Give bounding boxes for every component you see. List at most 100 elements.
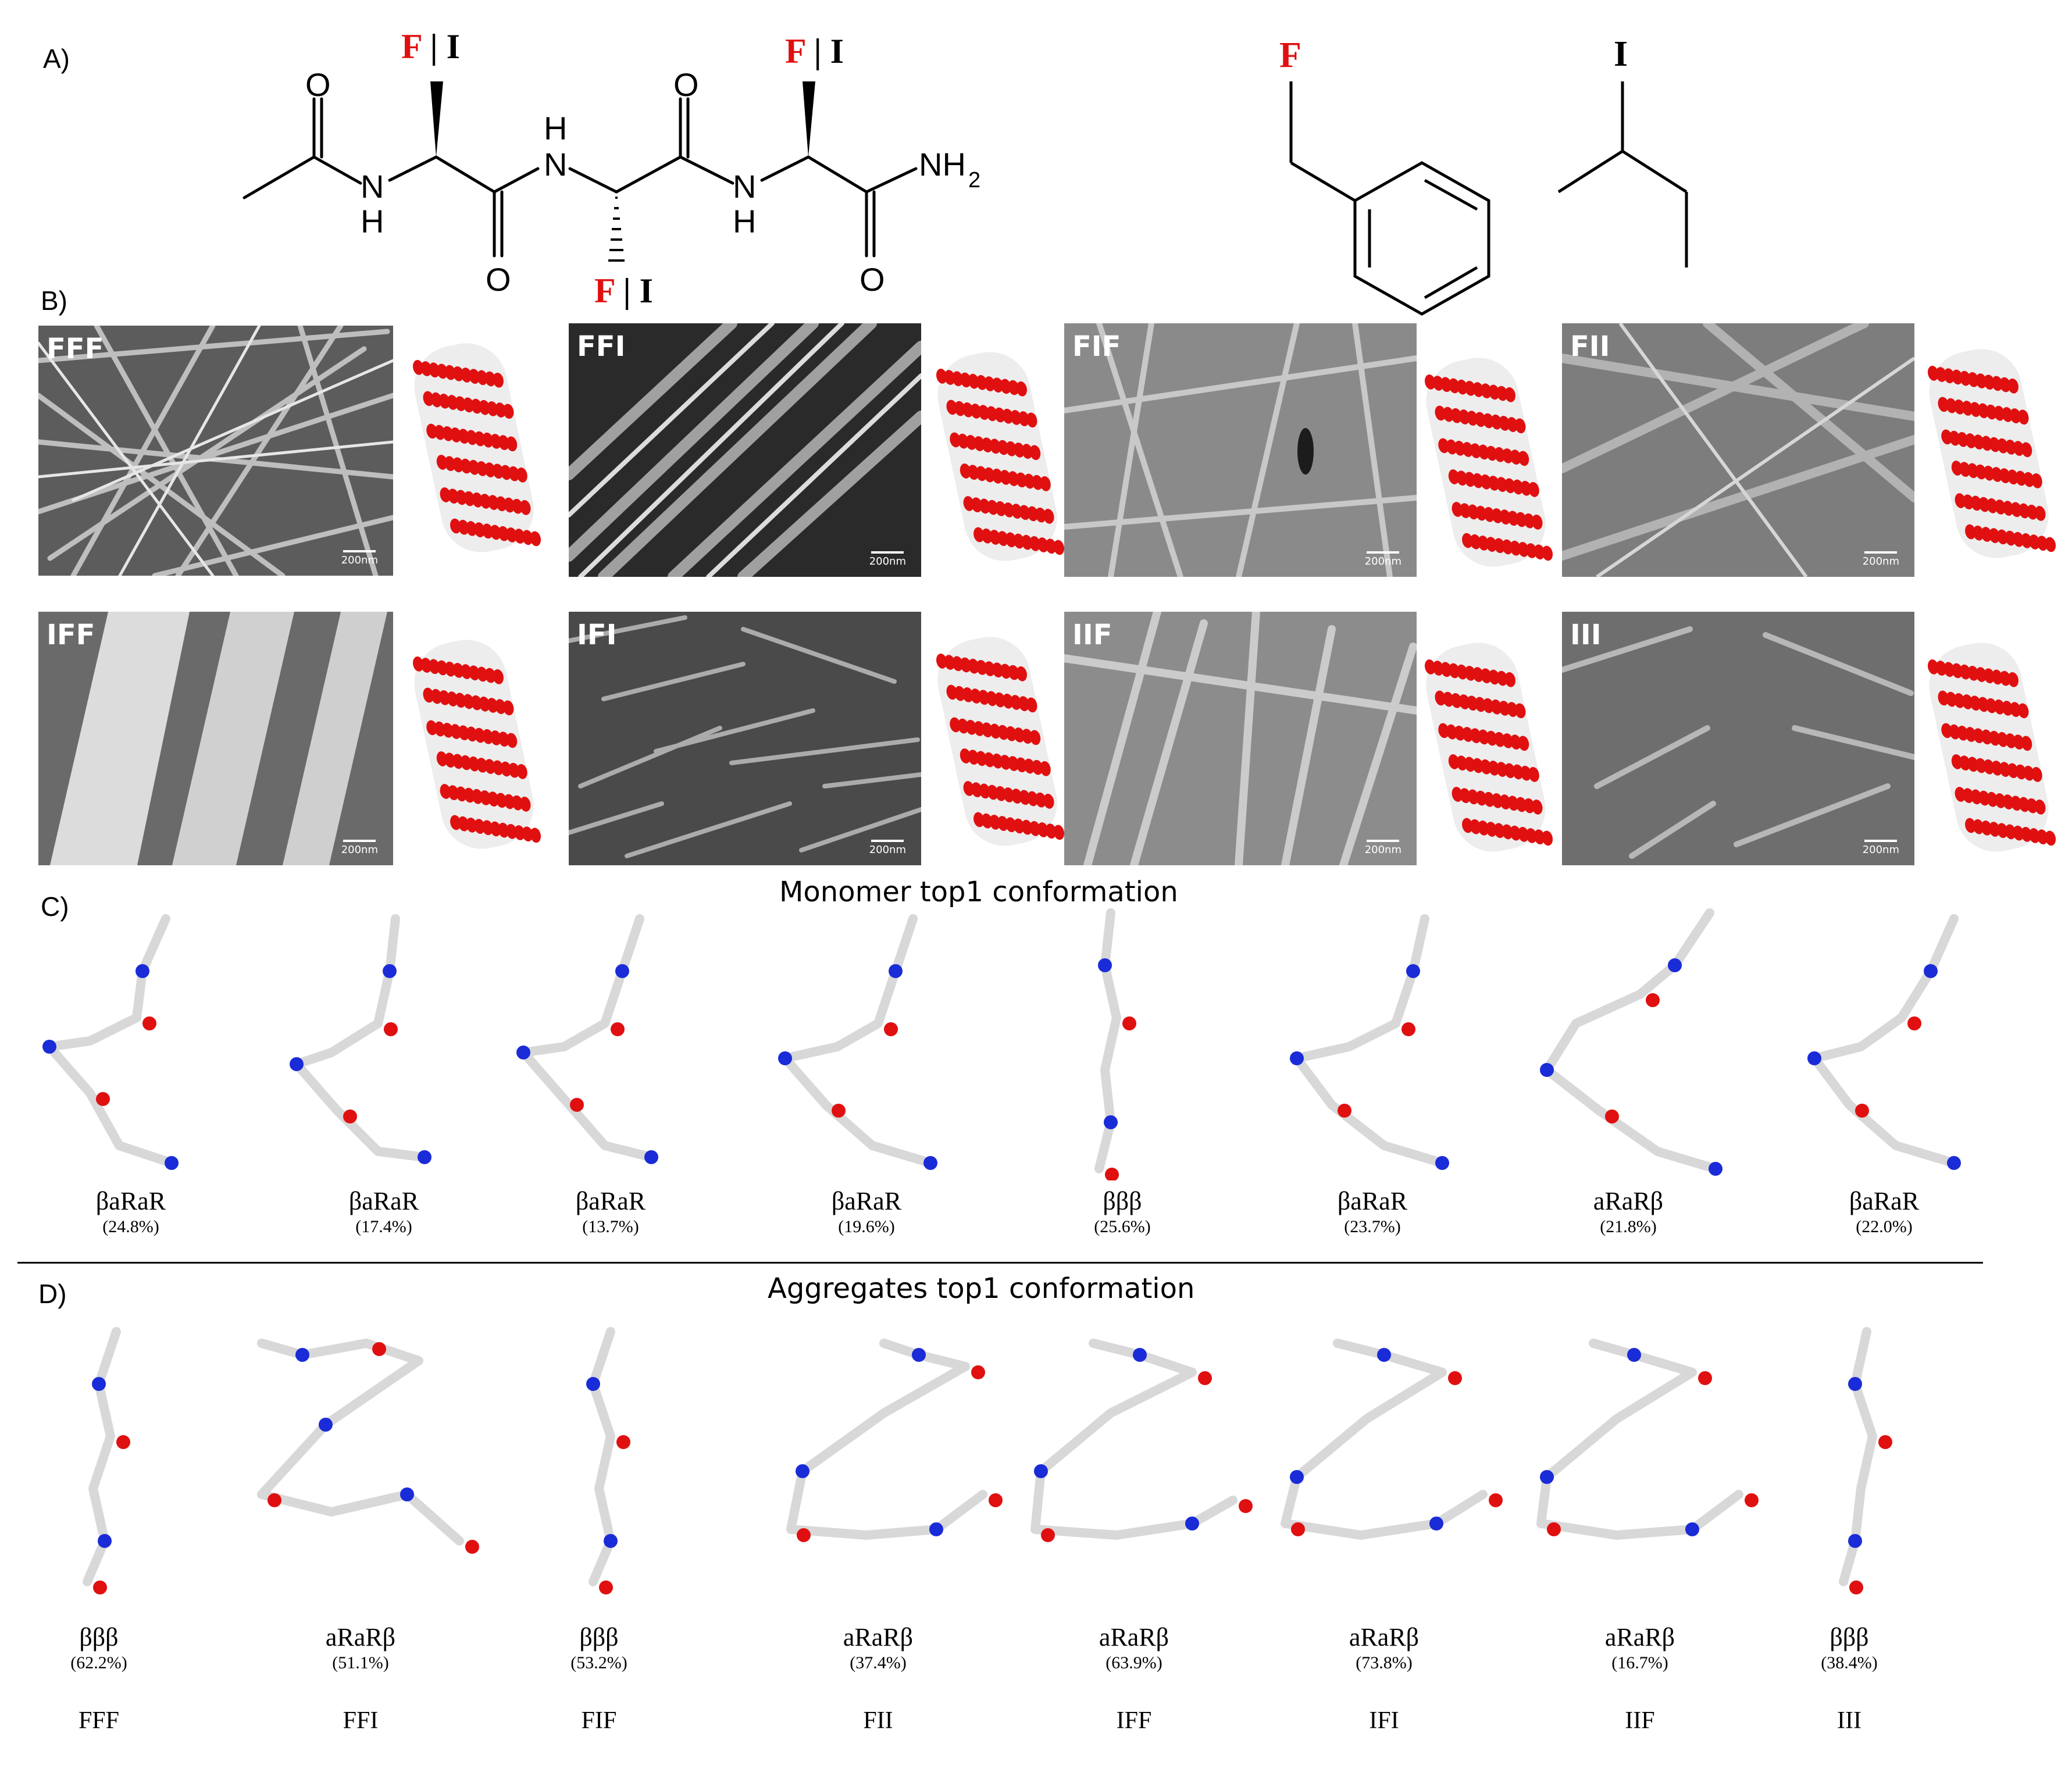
monomer-structure-6 (1290, 914, 1449, 1170)
fibril-model-ffi (936, 352, 1064, 561)
sem-label-iif: IIF (1072, 619, 1112, 651)
aggregate-caption-ffi: aRaRβ(51.1%) (291, 1622, 430, 1673)
monomer-section-title: Monomer top1 conformation (779, 876, 1178, 908)
sem-label-fii: FII (1570, 330, 1610, 363)
atom-nh2-sub: 2 (968, 168, 980, 192)
monomer-conformation-code: βaRaR (1849, 1187, 1920, 1215)
residue-label-3: F | I (785, 32, 844, 70)
aggregate-structure-fff (83, 1327, 130, 1594)
monomer-conformation-code: βaRaR (831, 1187, 902, 1215)
fibril-model-fff (412, 343, 541, 552)
sem-label-fff: FFF (47, 333, 104, 365)
atom-o2: O (486, 261, 511, 298)
monomer-percentage: (21.8%) (1600, 1217, 1657, 1236)
monomer-caption-6: βaRaR(23.7%) (1303, 1186, 1442, 1237)
aggregate-structure-iif (1536, 1339, 1759, 1540)
aggregate-percentage: (16.7%) (1611, 1653, 1668, 1672)
peptide-name-ffi: FFI (343, 1707, 379, 1734)
monomer-caption-7: aRaRβ (21.8%) (1559, 1186, 1698, 1237)
panel-label-a: A) (43, 44, 70, 74)
atom-o4: O (860, 261, 885, 298)
sem-image-ffi: FFI 200nm (569, 323, 921, 577)
atom-h-right: H (733, 203, 756, 240)
monomer-caption-5: βββ (25.6%) (1053, 1186, 1192, 1237)
sec-butyl-side-chain (1557, 81, 1688, 267)
sem-image-ifi: IFI 200nm (569, 612, 921, 865)
aggregate-percentage: (38.4%) (1821, 1653, 1878, 1672)
monomer-caption-3: βaRaR (13.7%) (541, 1186, 680, 1237)
aggregate-conformation-code: aRaRβ (843, 1623, 914, 1651)
aggregate-structure-fif (586, 1327, 630, 1594)
scale-bar: 200nm (1365, 840, 1401, 856)
benzyl-side-chain (1289, 81, 1490, 316)
peptide-name-fif: FIF (581, 1707, 617, 1734)
atom-n-right: N (733, 168, 756, 205)
sem-image-fii: FII 200nm (1562, 323, 1914, 577)
sem-image-iff: IFF 200nm (38, 612, 393, 865)
scale-bar: 200nm (1365, 551, 1401, 568)
isoleucine-label: I (1614, 34, 1628, 74)
monomer-conformation-code: βaRaR (575, 1187, 646, 1215)
peptide-name-iii: III (1837, 1707, 1861, 1734)
monomer-percentage: (17.4%) (355, 1217, 412, 1236)
aggregate-conformation-code: aRaRβ (1604, 1623, 1675, 1651)
aggregate-structure-iff (1030, 1339, 1253, 1542)
monomer-caption-1: βaRaR (24.8%) (61, 1186, 201, 1237)
monomer-structure-7 (1540, 908, 1722, 1176)
monomer-structure-4 (778, 914, 937, 1170)
aggregate-caption-iii: βββ (38.4%) (1779, 1622, 1919, 1673)
atom-o1: O (305, 66, 331, 103)
sem-label-ffi: FFI (577, 330, 626, 363)
atom-h-top: H (544, 110, 567, 147)
aggregate-conformation-code: aRaRβ (1099, 1623, 1169, 1651)
sem-label-iff: IFF (47, 619, 95, 651)
monomer-conformation-code: βaRaR (95, 1187, 166, 1215)
scale-bar: 200nm (869, 840, 906, 856)
sem-label-iii: III (1570, 619, 1602, 651)
monomer-percentage: (19.6%) (838, 1217, 895, 1236)
monomer-structure-5 (1094, 908, 1136, 1180)
aggregate-structure-ifi (1281, 1339, 1503, 1540)
scale-bar: 200nm (869, 551, 906, 568)
sem-image-iif: IIF 200nm (1064, 612, 1417, 865)
atom-o3: O (673, 66, 699, 103)
sem-label-ifi: IFI (577, 619, 617, 651)
sem-image-iii: III 200nm (1562, 612, 1914, 865)
fibril-model-ifi (936, 637, 1064, 846)
fibril-model-fif (1424, 358, 1553, 567)
aggregate-caption-ifi: aRaRβ(73.8%) (1314, 1622, 1454, 1673)
aggregate-structure-fii (786, 1339, 1003, 1542)
monomer-caption-8: βaRaR (22.0%) (1814, 1186, 1954, 1237)
peptide-name-fii: FII (863, 1707, 893, 1734)
aggregate-caption-iif: aRaRβ (16.7%) (1570, 1622, 1710, 1673)
aggregates-section-title: Aggregates top1 conformation (768, 1272, 1195, 1305)
aggregate-percentage: (37.4%) (850, 1653, 907, 1672)
tripeptide-structure: O O O O N H H N N H NH 2 (242, 66, 980, 298)
monomer-percentage: (22.0%) (1856, 1217, 1913, 1236)
monomer-conformation-code: βββ (1103, 1187, 1142, 1215)
aggregate-percentage: (53.2%) (570, 1653, 627, 1672)
aggregate-caption-fii: aRaRβ (37.4%) (808, 1622, 948, 1673)
fibril-model-iii (1927, 643, 2056, 852)
scale-bar: 200nm (1863, 840, 1899, 856)
monomer-conformation-code: aRaRβ (1593, 1187, 1664, 1215)
residue-label-2: F | I (594, 272, 653, 310)
monomer-percentage: (13.7%) (582, 1217, 639, 1236)
aggregate-conformation-code: βββ (579, 1623, 619, 1651)
monomer-structure-1 (42, 914, 179, 1170)
monomer-structure-8 (1807, 914, 1961, 1170)
monomer-caption-2: βaRaR (17.4%) (314, 1186, 454, 1237)
peptide-name-iff: IFF (1116, 1707, 1152, 1734)
aggregate-percentage: (62.2%) (70, 1653, 127, 1672)
scale-bar: 200nm (341, 840, 378, 856)
monomer-conformation-code: βaRaR (348, 1187, 419, 1215)
monomer-percentage: (24.8%) (102, 1217, 159, 1236)
monomer-percentage: (25.6%) (1094, 1217, 1151, 1236)
aggregate-structure-iii (1839, 1327, 1892, 1594)
aggregate-conformation-code: βββ (1830, 1623, 1869, 1651)
sem-image-fif: FIF 200nm (1064, 323, 1417, 577)
aggregate-structure-ffi (257, 1339, 479, 1554)
section-divider (17, 1262, 1983, 1264)
panel-label-d: D) (38, 1279, 67, 1309)
aggregate-conformation-code: aRaRβ (1349, 1623, 1420, 1651)
